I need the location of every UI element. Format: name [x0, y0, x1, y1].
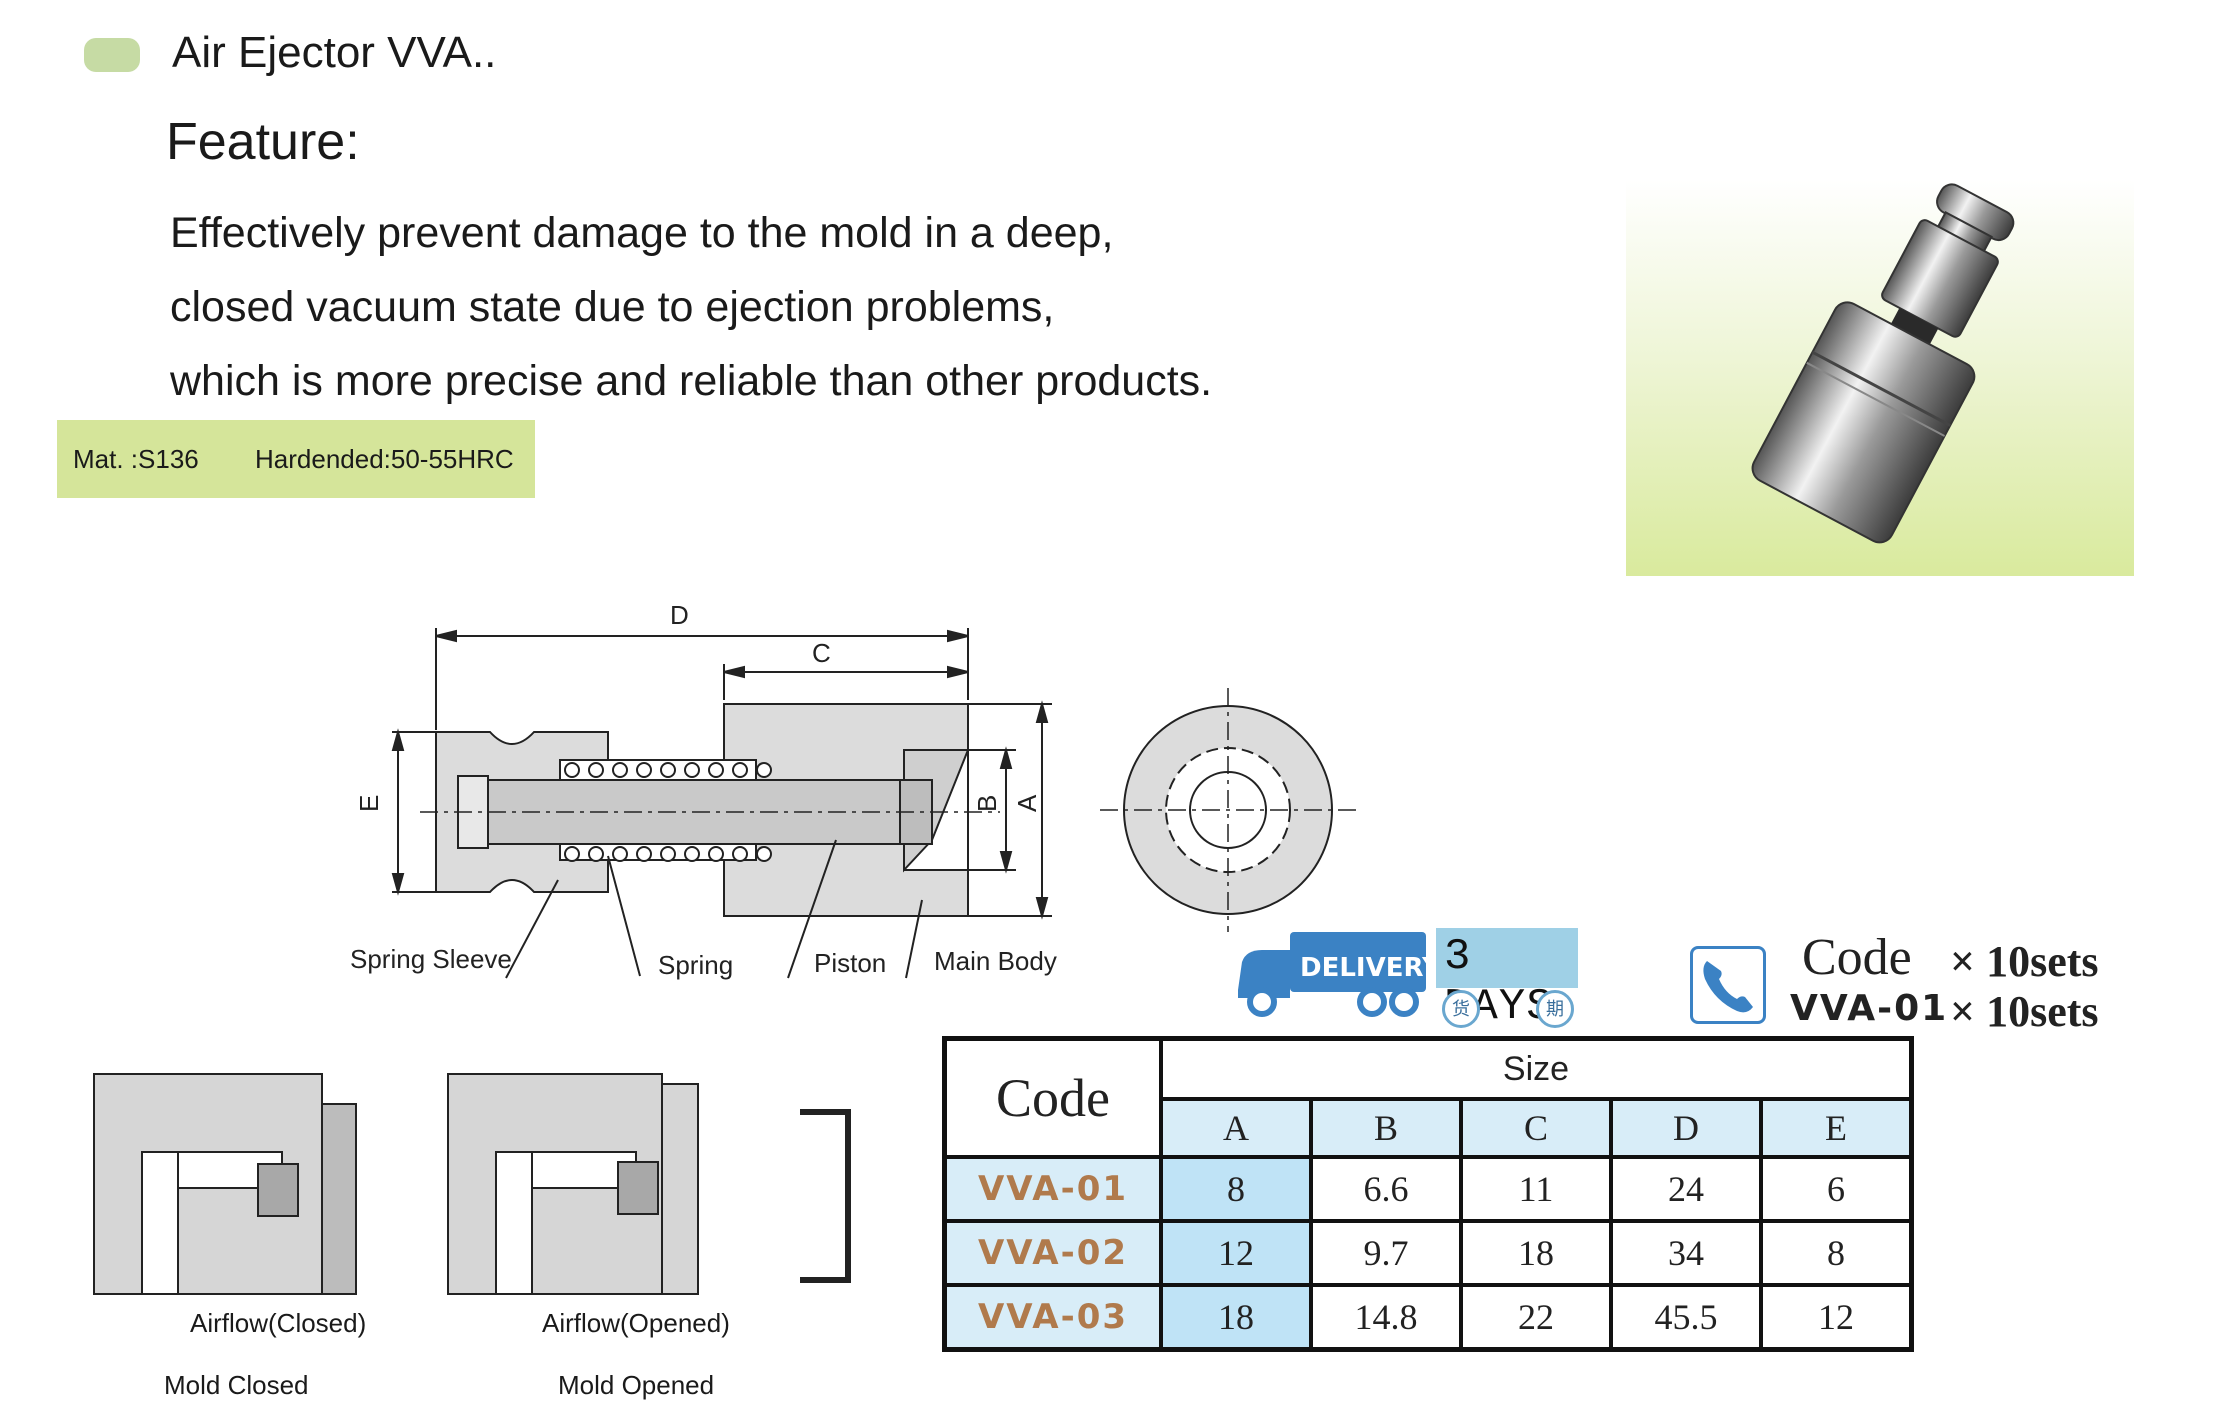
product-photo: [1626, 180, 2134, 576]
table-cell: 14.8: [1309, 1283, 1463, 1352]
spec-table: Code Size A B C D E VVA-01 8 6.6 11 24 6…: [942, 1036, 1914, 1352]
table-row: VVA-01 8 6.6 11 24 6: [942, 1155, 1914, 1223]
material-bar: Mat. :S136 Hardended:50-55HRC: [57, 420, 535, 498]
dim-label-b: B: [972, 795, 1002, 812]
page-title: Air Ejector VVA..: [172, 28, 497, 77]
mold-opened-diagram: Airflow(Opened) Mold Opened: [444, 1064, 864, 1400]
table-cell: 18: [1459, 1219, 1613, 1287]
row-code: VVA-02: [942, 1219, 1163, 1287]
air-ejector-illustration: [1751, 183, 2015, 544]
mold-closed-label: Mold Closed: [164, 1370, 309, 1400]
table-row: VVA-02 12 9.7 18 34 8: [942, 1219, 1914, 1287]
description-line: Effectively prevent damage to the mold i…: [170, 209, 1114, 257]
mold-closed-svg: [93, 1073, 357, 1295]
table-cell: 34: [1609, 1219, 1763, 1287]
table-cell: 8: [1159, 1155, 1313, 1223]
dim-label-e: E: [354, 795, 384, 812]
delivery-char-2: 期: [1536, 990, 1574, 1028]
delivery-label: DELIVERY: [1300, 953, 1432, 983]
table-cell: 22: [1459, 1283, 1613, 1352]
table-cell: 12: [1759, 1283, 1914, 1352]
cross-section-svg: D C E B A Spring Sleeve Spring Piston Ma…: [350, 600, 1356, 980]
order-code-label: Code: [1802, 929, 1912, 986]
description-line: closed vacuum state due to ejection prob…: [170, 283, 1055, 331]
order-model: VVA-01: [1790, 988, 1949, 1029]
table-cell: 12: [1159, 1219, 1313, 1287]
table-cell: 11: [1459, 1155, 1613, 1223]
description-line: which is more precise and reliable than …: [170, 357, 1213, 405]
table-row: VVA-03 18 14.8 22 45.5 12: [942, 1283, 1914, 1352]
dim-label-a: A: [1012, 794, 1042, 812]
column-header: C: [1459, 1097, 1613, 1159]
column-header: B: [1309, 1097, 1463, 1159]
feature-heading: Feature:: [166, 113, 360, 171]
column-header: A: [1159, 1097, 1313, 1159]
table-cell: 45.5: [1609, 1283, 1763, 1352]
part-label-spring: Spring: [658, 950, 733, 980]
mold-opened-label: Mold Opened: [558, 1370, 715, 1400]
part-label-main-body: Main Body: [934, 946, 1057, 976]
column-header: E: [1759, 1097, 1914, 1159]
feature-description: Effectively prevent damage to the mold i…: [170, 196, 1212, 418]
table-cell: 6: [1759, 1155, 1914, 1223]
row-code: VVA-01: [942, 1155, 1163, 1223]
airflow-closed-label: Airflow(Closed): [190, 1308, 367, 1338]
size-header: Size: [1159, 1036, 1914, 1101]
dim-label-c: C: [812, 638, 831, 668]
mold-closed-diagram: Airflow(Closed) Mold Closed: [90, 1064, 390, 1400]
table-cell: 9.7: [1309, 1219, 1463, 1287]
part-label-piston: Piston: [814, 948, 886, 978]
table-cell: 8: [1759, 1219, 1914, 1287]
days-badge: 3 DAYS: [1436, 928, 1578, 1032]
row-code: VVA-03: [942, 1283, 1163, 1352]
section-marker: [84, 38, 140, 72]
dim-label-d: D: [670, 600, 689, 630]
part-label-spring-sleeve: Spring Sleeve: [350, 944, 512, 974]
airflow-opened-label: Airflow(Opened): [542, 1308, 730, 1338]
cross-section-drawing: D C E B A Spring Sleeve Spring Piston Ma…: [340, 600, 1380, 1025]
code-header: Code: [942, 1036, 1163, 1159]
table-cell: 18: [1159, 1283, 1313, 1352]
table-cell: 6.6: [1309, 1155, 1463, 1223]
table-cell: 24: [1609, 1155, 1763, 1223]
phone-icon: [1690, 946, 1766, 1024]
material-text: Mat. :S136: [73, 444, 199, 474]
delivery-char-1: 货: [1442, 990, 1480, 1028]
mold-opened-svg: [447, 1073, 851, 1295]
delivery-badge: DELIVERY: [1232, 928, 1442, 1023]
order-qty-1: × 10sets: [1950, 937, 2099, 986]
truck-icon: DELIVERY: [1238, 932, 1442, 1017]
column-header: D: [1609, 1097, 1763, 1159]
order-qty-2: × 10sets: [1950, 987, 2099, 1036]
hardness-text: Hardended:50-55HRC: [255, 444, 514, 474]
